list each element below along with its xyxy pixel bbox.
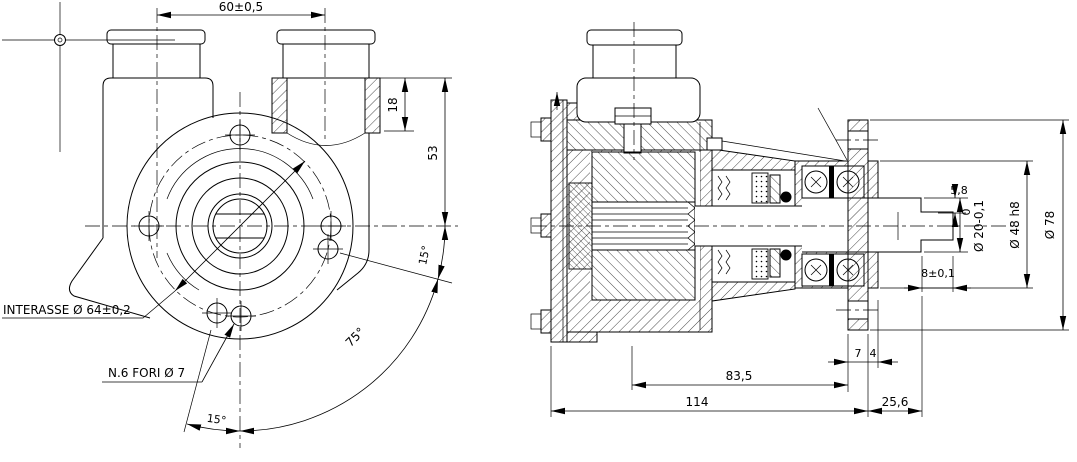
plate-tab [540, 309, 552, 334]
mounting-plate [530, 92, 598, 343]
seal-seat [751, 248, 769, 280]
angle-15-bottom-label: 15° [206, 412, 227, 428]
dim-port-height: 53 [426, 78, 449, 226]
o-ring [780, 249, 792, 261]
mounting-flange [836, 119, 882, 331]
dim-flange-thickness: 7 4 [828, 300, 898, 392]
pump-shaft [695, 197, 954, 253]
dim-flange-dia: Ø 78 [870, 119, 1069, 331]
seal-seat [751, 172, 769, 204]
inlet-port-left [68, 29, 214, 319]
seal-spring [717, 175, 731, 201]
label-n6-fori: N.6 FORI Ø 7 [102, 323, 235, 383]
pilot-spigot [867, 160, 879, 199]
cover-screw [614, 107, 652, 154]
section-centerlines [532, 22, 1012, 240]
dim-hub-dia: Ø 48 h8 [880, 160, 1033, 289]
dim-114-label: 114 [686, 395, 709, 409]
dim-8-label: 8±0,1 [921, 267, 955, 280]
dim-total-length: 114 [550, 346, 869, 417]
shaft-end-groove [867, 197, 954, 253]
outlet-port-sectioned [271, 29, 381, 291]
front-view: 60±0,5 18 53 15° 75° 15° [2, 0, 458, 448]
dim-78-label: Ø 78 [1043, 211, 1057, 240]
impeller-blade [591, 249, 696, 301]
dim-groove-length: 8±0,1 [904, 256, 971, 292]
port-wall-hatch [271, 77, 288, 134]
dim-835-label: 83,5 [726, 369, 753, 383]
origin-marker [2, 2, 175, 152]
dim-angle-bottom-15: 15° [183, 329, 241, 435]
mechanical-seal [711, 169, 796, 283]
dim-256-label: 25,6 [882, 395, 909, 409]
label-interasse: INTERASSE Ø 64±0,2 [2, 160, 306, 319]
bearing-spacer [829, 166, 834, 198]
seal-spring [717, 249, 731, 275]
port-wall-hatch [364, 77, 381, 134]
dim-58-label: 5,8 [950, 184, 968, 197]
plate-tab [540, 213, 552, 238]
inlet-port-side [576, 29, 701, 123]
fori-text: N.6 FORI Ø 7 [108, 366, 185, 380]
impeller-blade [591, 151, 696, 203]
pilot-spigot [867, 251, 879, 289]
section-view: 5,8 0 Ø 20-0,1 8±0,1 7 4 [530, 22, 1069, 417]
dim-shaft-extension: 25,6 [868, 296, 923, 417]
dim-4-label: 4 [870, 347, 877, 360]
dim-48-label: Ø 48 h8 [1008, 201, 1022, 249]
dim-angle-right-15: 15° [339, 225, 453, 284]
dim-body-length: 83,5 [631, 346, 848, 390]
plate-tab [540, 117, 552, 142]
interasse-text: INTERASSE Ø 64±0,2 [3, 303, 131, 317]
front-centerlines [85, 8, 458, 448]
o-ring [780, 191, 792, 203]
dim-7-label: 7 [855, 347, 862, 360]
dim-insert-depth: 18 [335, 77, 452, 132]
angle-15-right-label: 15° [416, 244, 433, 266]
dim-18-label: 18 [386, 97, 400, 112]
dim-angle-sweep-75: 75° [239, 278, 439, 435]
dim-20-upper-tol: 0 [960, 209, 973, 216]
bearing-spacer [829, 254, 834, 286]
angle-75-label: 75° [343, 325, 368, 350]
dim-60-label: 60±0,5 [219, 0, 263, 14]
dim-53-label: 53 [426, 145, 440, 160]
dim-20-label: Ø 20-0,1 [972, 200, 986, 252]
vent-screw [706, 137, 723, 151]
impeller [568, 151, 696, 301]
dim-port-spacing: 60±0,5 [157, 0, 325, 19]
dim-shaft-dia: 0 Ø 20-0,1 [924, 197, 986, 253]
